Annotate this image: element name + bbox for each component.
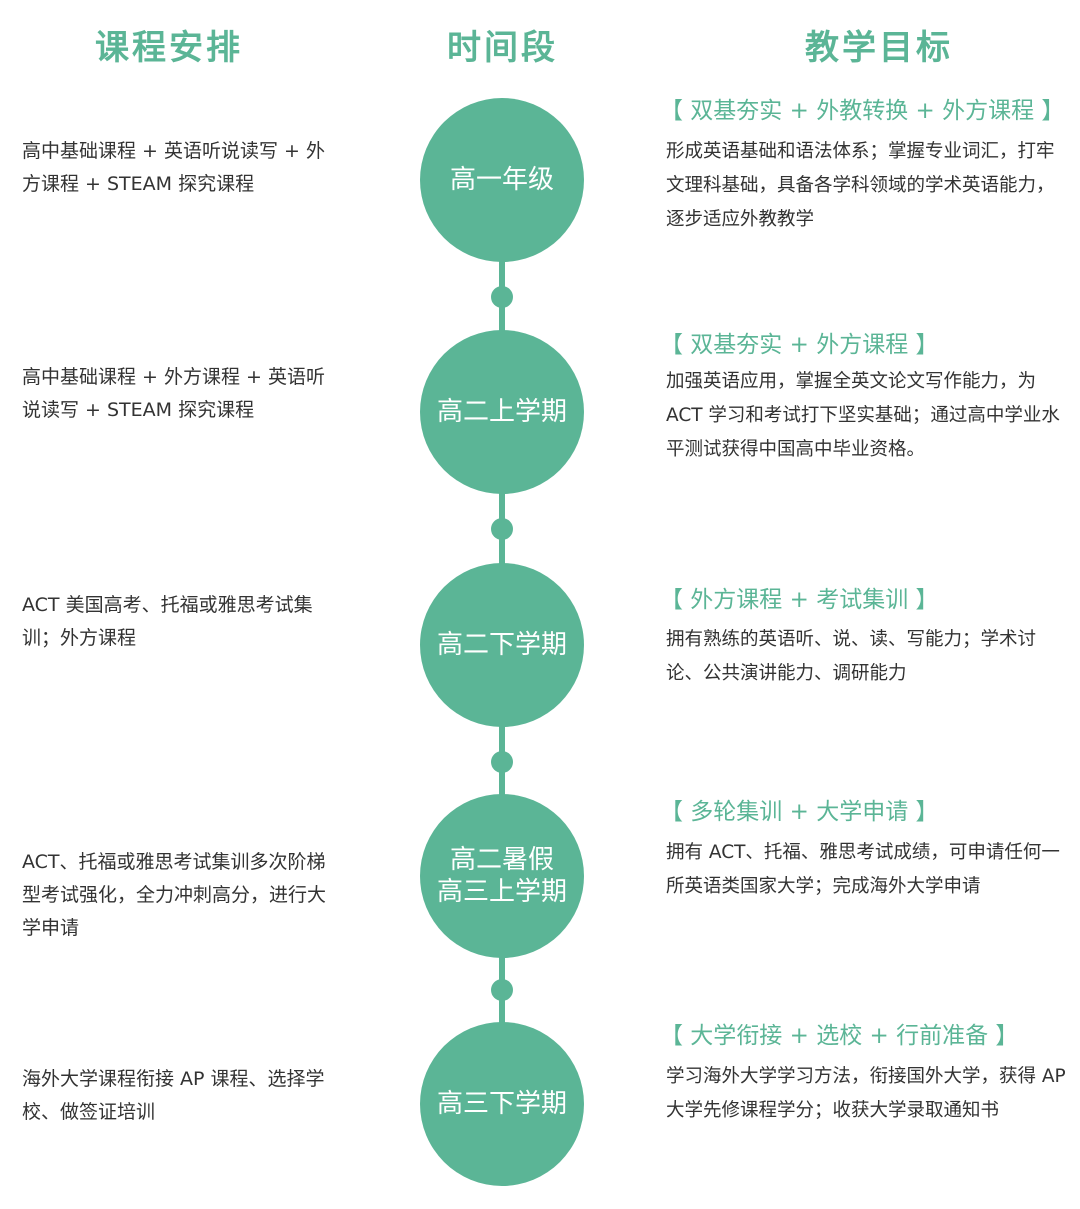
goal-column-header: 教学目标 bbox=[805, 28, 953, 68]
stage-2-goal-heading: 【 双基夯实 + 外方课程 】 bbox=[660, 332, 939, 358]
timeline-dot bbox=[491, 979, 513, 1001]
stage-4-schedule: ACT、托福或雅思考试集训多次阶梯型考试强化，全力冲刺高分，进行大学申请 bbox=[22, 851, 327, 939]
stage-2-goal-text: 加强英语应用，掌握全英文论文写作能力，为 ACT 学习和考试打下坚实基础；通过高… bbox=[666, 371, 1060, 460]
stage-3-period-circle: 高二下学期 bbox=[420, 563, 584, 727]
stage-3-period-label: 高二下学期 bbox=[436, 630, 567, 660]
stage-3-goal-heading: 【 外方课程 + 考试集训 】 bbox=[660, 587, 939, 613]
timeline-dot bbox=[491, 286, 513, 308]
stage-1-goal-heading: 【 双基夯实 + 外教转换 + 外方课程 】 bbox=[660, 98, 1065, 124]
stage-5-goal-text: 学习海外大学学习方法，衔接国外大学，获得 AP 大学先修课程学分；收获大学录取通… bbox=[666, 1066, 1066, 1121]
stage-2-period-circle: 高二上学期 bbox=[420, 330, 584, 494]
stage-4-goal-heading: 【 多轮集训 + 大学申请 】 bbox=[660, 799, 939, 825]
stage-5-schedule: 海外大学课程衔接 AP 课程、选择学校、做签证培训 bbox=[22, 1068, 325, 1123]
schedule-column-header: 课程安排 bbox=[95, 28, 243, 68]
stage-3-goal-text: 拥有熟练的英语听、说、读、写能力；学术讨论、公共演讲能力、调研能力 bbox=[666, 629, 1037, 684]
period-column-header: 时间段 bbox=[447, 28, 558, 68]
stage-4-period-circle: 高二暑假 高三上学期 bbox=[420, 794, 584, 958]
stage-1-period-circle: 高一年级 bbox=[420, 98, 584, 262]
stage-5-goal-heading: 【 大学衔接 + 选校 + 行前准备 】 bbox=[660, 1023, 1019, 1049]
stage-5-period-label: 高三下学期 bbox=[436, 1089, 567, 1119]
stage-1-period-label: 高一年级 bbox=[449, 165, 554, 195]
stage-1-goal-text: 形成英语基础和语法体系；掌握专业词汇，打牢文理科基础，具备各学科领域的学术英语能… bbox=[666, 141, 1055, 230]
timeline-dot bbox=[491, 751, 513, 773]
stage-1-schedule: 高中基础课程 + 英语听说读写 + 外方课程 + STEAM 探究课程 bbox=[22, 140, 325, 195]
stage-5-period-circle: 高三下学期 bbox=[420, 1022, 584, 1186]
stage-4-period-label: 高二暑假 高三上学期 bbox=[436, 845, 567, 907]
stage-2-period-label: 高二上学期 bbox=[436, 397, 567, 427]
timeline-dot bbox=[491, 518, 513, 540]
stage-2-schedule: 高中基础课程 + 外方课程 + 英语听说读写 + STEAM 探究课程 bbox=[22, 366, 325, 421]
stage-4-goal-text: 拥有 ACT、托福、雅思考试成绩，可申请任何一所英语类国家大学；完成海外大学申请 bbox=[666, 842, 1060, 897]
stage-3-schedule: ACT 美国高考、托福或雅思考试集训；外方课程 bbox=[22, 594, 313, 649]
